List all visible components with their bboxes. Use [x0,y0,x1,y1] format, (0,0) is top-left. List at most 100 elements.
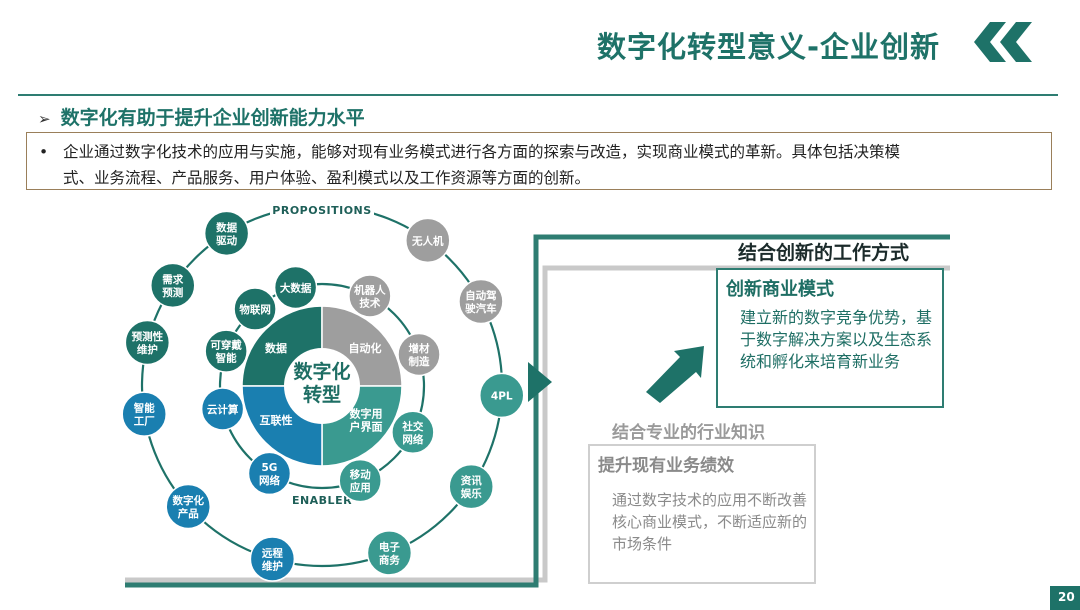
node-label: 网络 [259,474,280,487]
inner-node: 大数据 [273,265,318,310]
node-label: 数字化 [171,494,204,507]
node-circle [479,372,525,419]
teal-bracket [125,234,950,588]
donut-segment-label: 自动化 [349,341,382,355]
knowledge-body: 通过数字技术的应用不断改善核心商业模式，不断适应新的市场条件 [612,491,808,553]
node-circle [247,451,292,496]
page-number: 20 [1058,590,1075,604]
node-label: 产品 [178,507,199,520]
node-label: 移动 [350,468,371,481]
node-label: 驱动 [216,234,237,247]
inner-node: 物联网 [233,287,277,331]
knowledge-box [588,444,816,584]
node-label: 预测 [162,286,183,299]
description-box: • 企业通过数字化技术的应用与实施，能够对现有业务模式进行各方面的探索与改造，实… [26,132,1052,190]
node-label: 应用 [350,481,371,494]
play-arrow-icon [528,362,552,402]
node-circle [448,463,494,510]
node-label: 驶汽车 [465,302,497,315]
inner-node: 云计算 [200,387,245,431]
double-chevron-left-icon [974,22,1032,62]
node-circle [348,274,392,318]
description-line-2: 式、业务流程、产品服务、用户体验、盈利模式以及工作资源等方面的创新。 [63,169,591,187]
node-label: 娱乐 [461,487,482,500]
node-label: 可穿戴 [210,339,242,352]
description-line-1: 企业通过数字化技术的应用与实施，能够对现有业务模式进行各方面的探索与改造，实现商… [63,143,901,161]
outer-node: 无人机 [405,217,451,264]
node-label: 维护 [137,343,158,356]
knowledge-title: 结合专业的行业知识 [612,423,765,443]
node-circle [273,265,318,310]
node-label: 制造 [409,355,430,368]
outer-node: 4PL [479,372,525,419]
donut-segment-label: 互联性 [260,413,293,427]
node-circle [249,536,296,582]
node-label: 工厂 [134,416,155,428]
node-label: 云计算 [207,403,239,416]
node-label: 自动驾 [465,289,497,302]
node-label: 商务 [379,553,400,566]
node-label: 远程 [262,547,283,560]
node-label: 无人机 [411,234,444,247]
node-circle [233,287,277,331]
page-title: 数字化转型意义-企业创新 [596,30,940,64]
node-label: 电子 [379,540,400,553]
growth-arrow-icon [646,346,704,403]
innovation-heading: 创新商业模式 [726,279,834,300]
node-label: 机器人 [354,283,386,296]
node-label: 智能 [133,402,155,415]
node-circle [391,410,435,455]
node-circle [397,332,441,377]
ring-label-propositions: PROPOSITIONS [272,204,371,217]
node-circle [458,278,504,325]
knowledge-heading: 提升现有业务绩效 [598,456,734,476]
node-circle [338,458,382,503]
innovation-body: 建立新的数字竞争优势，基于数字解决方案以及生态系统和孵化来培育新业务 [740,308,933,371]
center-label-line-1: 数字化 [293,360,350,383]
node-label: 增材 [409,342,430,355]
donut-segment-label: 户界面 [350,420,383,434]
header-divider [18,94,1058,96]
node-label: 网络 [402,433,423,446]
node-label: 5G [261,462,277,474]
node-label: 大数据 [280,281,312,294]
bullet-icon: • [39,143,49,161]
node-circle [121,391,167,437]
ring-label-enabler: ENABLER [292,494,352,507]
node-circle [204,329,248,373]
node-label: 资讯 [461,474,482,487]
inner-ring [218,282,426,490]
node-circle [165,483,211,530]
center-hub [284,348,360,424]
innovation-title: 结合创新的工作方式 [738,242,910,264]
donut-segment-label: 数据 [265,341,287,355]
node-circle [124,319,171,366]
node-circle [366,530,413,576]
node-label: 智能 [215,352,237,365]
node-circle [203,210,250,257]
innovation-box [716,268,944,408]
node-label: 技术 [359,296,380,309]
node-label: 社交 [401,420,423,433]
center-label-line-2: 转型 [303,383,341,406]
node-label: 维护 [262,560,283,573]
node-label: 物联网 [239,303,271,316]
node-label: 预测性 [132,330,164,343]
page-number-badge: 20 [1050,586,1080,610]
node-circle [200,387,245,431]
arrow-right-icon: ➢ [38,110,51,128]
